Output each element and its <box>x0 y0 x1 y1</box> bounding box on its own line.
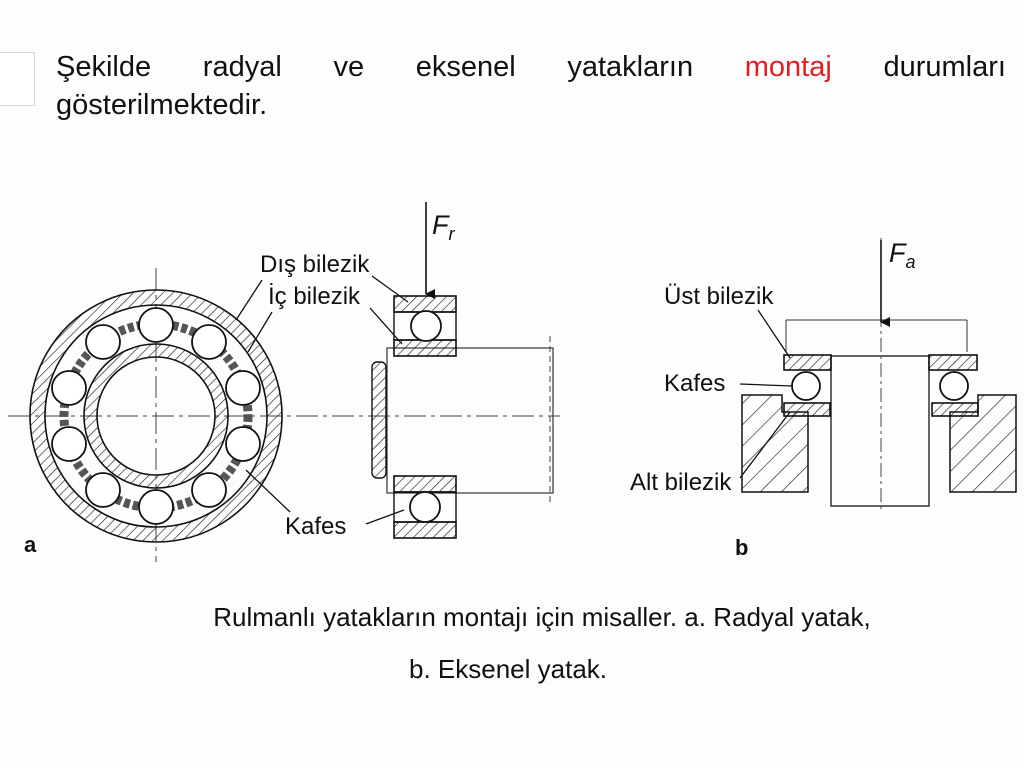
shaft <box>386 347 554 494</box>
leader-upper-washer <box>757 309 791 359</box>
figure-a-label: a <box>24 532 37 557</box>
intro-line-1: Şekilde radyal ve eksenel yatakların mon… <box>56 48 1006 86</box>
shaft-shoulder <box>371 361 387 479</box>
ball <box>191 324 227 360</box>
leader-outer-ring-section <box>371 275 409 303</box>
lower-washer-left <box>783 402 831 417</box>
thrust-shaft <box>830 355 930 507</box>
figure-a-labels: Dış bilezik İç bilezik Kafes a <box>24 251 409 557</box>
leader-inner-ring-front <box>247 311 273 353</box>
upper-washer-left <box>783 354 832 371</box>
radial-bearing-section-view: Fr <box>371 202 554 539</box>
intro-word: Şekilde <box>56 51 152 83</box>
intro-word: durumları <box>883 51 1006 83</box>
ball <box>225 370 261 406</box>
leader-thrust-cage <box>739 383 793 387</box>
slide-marker <box>0 52 35 106</box>
label-inner-ring: İç bilezik <box>268 283 361 310</box>
radial-bearing-front-view <box>8 268 560 562</box>
intro-word: ve <box>333 51 365 83</box>
leader-cage-section <box>365 509 405 525</box>
intro-line-2: gösterilmektedir. <box>56 89 268 121</box>
leader-lower-washer <box>739 411 791 479</box>
outer-ring-section-bottom <box>393 521 457 539</box>
ball-section-top <box>410 310 442 342</box>
leader-cage-front <box>245 469 291 513</box>
outer-ring <box>29 289 283 543</box>
inner-ring-section-bottom <box>393 475 457 493</box>
ball <box>225 426 261 462</box>
label-cage: Kafes <box>285 513 346 540</box>
thrust-ball-right <box>939 371 969 401</box>
figure-b-label: b <box>735 535 748 560</box>
ball <box>85 472 121 508</box>
ball <box>51 370 87 406</box>
inner-ring <box>83 343 229 489</box>
caption-line-1: Rulmanlı yatakların montajı için misalle… <box>213 602 871 632</box>
label-thrust-cage: Kafes <box>664 370 725 397</box>
ball <box>191 472 227 508</box>
inner-ring-section-top <box>393 339 457 357</box>
ball <box>138 307 174 343</box>
intro-word: yatakların <box>567 51 694 83</box>
ball <box>85 324 121 360</box>
axial-force-label: Fa <box>889 238 916 272</box>
ball-section-bottom <box>409 491 441 523</box>
intro-text: Şekilde radyal ve eksenel yatakların mon… <box>56 48 1006 124</box>
lower-washer-right <box>931 402 979 417</box>
figure-b-labels: Üst bilezik Kafes Alt bilezik b <box>630 283 793 560</box>
leader-outer-ring-front <box>235 279 263 321</box>
caption-line-2: b. Eksenel yatak. <box>409 654 607 684</box>
upper-washer-right <box>928 354 978 371</box>
radial-force-label: Fr <box>432 210 456 244</box>
label-upper-washer: Üst bilezik <box>664 283 774 310</box>
intro-highlight-word: montaj <box>744 51 832 83</box>
ball <box>138 489 174 525</box>
label-lower-washer: Alt bilezik <box>630 469 732 496</box>
label-outer-ring: Dış bilezik <box>260 251 370 278</box>
intro-word: eksenel <box>415 51 516 83</box>
intro-word: radyal <box>202 51 282 83</box>
leader-inner-ring-section <box>369 307 403 345</box>
ball <box>51 426 87 462</box>
thrust-bearing: Fa <box>741 238 1017 510</box>
thrust-ball-left <box>791 371 821 401</box>
